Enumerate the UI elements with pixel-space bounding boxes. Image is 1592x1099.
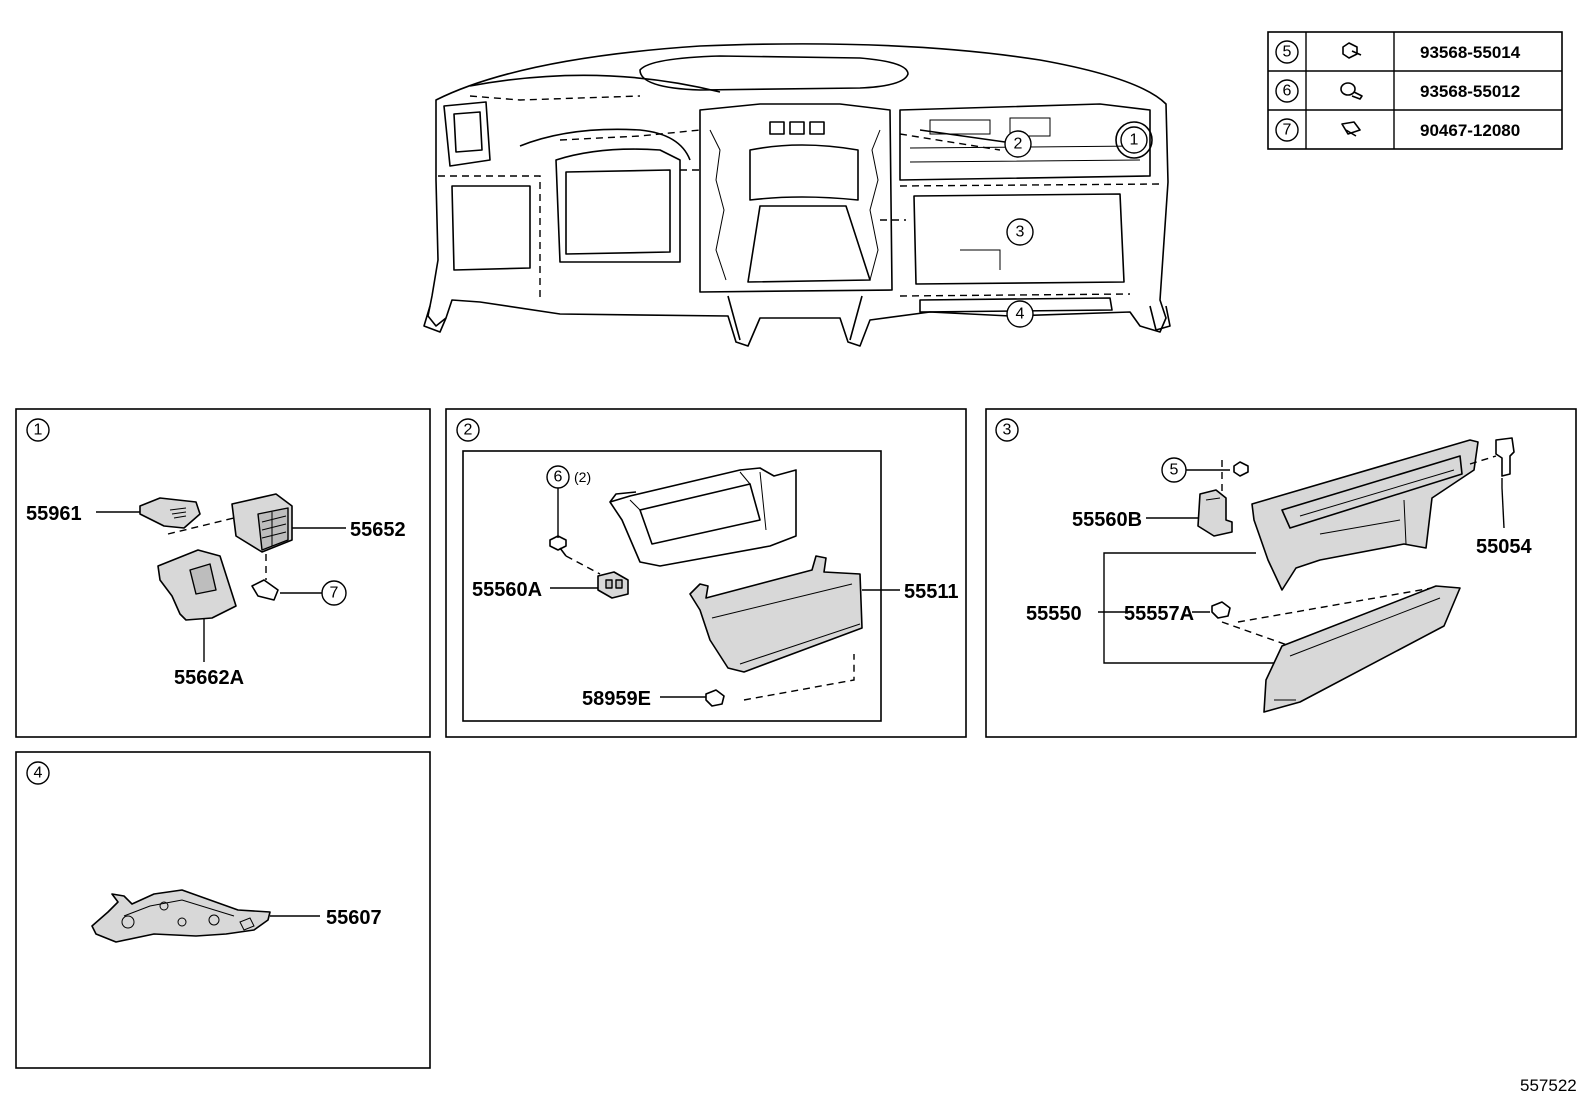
- callout-7: 7: [330, 585, 339, 602]
- overview-callout-1: 1: [1130, 132, 1139, 149]
- label-55652: 55652: [350, 519, 406, 541]
- glove-box-inner-part: [1251, 439, 1479, 591]
- hinge-part: [1197, 489, 1233, 537]
- panel-4: 4 55607: [15, 751, 431, 1069]
- label-55511: 55511: [904, 581, 959, 603]
- label-55550: 55550: [1026, 603, 1082, 625]
- panel-1: 1 55961 55652 55662A 7: [15, 408, 431, 738]
- table-ref-circle: [1275, 40, 1299, 64]
- side-register-cover-part: [139, 497, 201, 529]
- table-part-93568-55012: 93568-55012: [1420, 82, 1520, 101]
- glove-box-door-part: [1263, 585, 1461, 713]
- fastener-table: 5 93568-55014 6 93568-55012 7 90467-1208…: [1267, 31, 1563, 150]
- diagram-id: 557522: [1520, 1076, 1577, 1095]
- clip-part: [251, 579, 279, 601]
- bolt-icon: [1342, 42, 1362, 59]
- overview-callout-4: 4: [1016, 306, 1025, 323]
- panel-2: 2 6 (2) 55560A 55511 58959E: [445, 408, 967, 738]
- panel-2-number: 2: [464, 422, 473, 439]
- label-55560B: 55560B: [1072, 509, 1142, 531]
- label-55560A: 55560A: [472, 579, 542, 601]
- callout-6: 6: [554, 469, 563, 486]
- callout-5: 5: [1170, 462, 1179, 479]
- overview-callout-3: 3: [1016, 224, 1025, 241]
- panel-1-number: 1: [34, 422, 43, 439]
- table-ref-6: 6: [1283, 83, 1292, 100]
- quantity-label: (2): [574, 469, 591, 485]
- label-55662A: 55662A: [174, 667, 244, 689]
- label-55557A: 55557A: [1124, 603, 1194, 625]
- label-55607: 55607: [326, 907, 382, 929]
- damper-part: [1495, 437, 1515, 477]
- table-ref-circle: [1275, 118, 1299, 142]
- label-58959E: 58959E: [582, 688, 651, 710]
- bolt-part: [1233, 461, 1249, 477]
- bolt-washer-icon: [1340, 82, 1363, 100]
- table-ref-7: 7: [1283, 122, 1292, 139]
- panel-4-number: 4: [34, 765, 43, 782]
- clip-icon: [1341, 121, 1361, 137]
- glove-box-frame-part: [609, 467, 797, 567]
- panel-3: 3 5 55560B 55054 55550 55557A: [985, 408, 1577, 738]
- panel-3-number: 3: [1003, 422, 1012, 439]
- table-part-93568-55014: 93568-55014: [1420, 43, 1521, 62]
- screw-part: [549, 535, 567, 551]
- cap-part: [1211, 601, 1231, 619]
- overview-callout-2: 2: [1014, 136, 1023, 153]
- glove-box-door-part: [689, 555, 863, 673]
- instrument-panel-overview: 1 2 3 4: [423, 43, 1171, 347]
- lower-panel-part: [91, 889, 271, 943]
- label-55054: 55054: [1476, 536, 1532, 558]
- table-ref-circle: [1275, 79, 1299, 103]
- table-part-90467-12080: 90467-12080: [1420, 121, 1520, 140]
- label-55961: 55961: [26, 503, 82, 525]
- hinge-part: [597, 571, 629, 599]
- stopper-part: [705, 689, 725, 707]
- table-ref-5: 5: [1283, 44, 1292, 61]
